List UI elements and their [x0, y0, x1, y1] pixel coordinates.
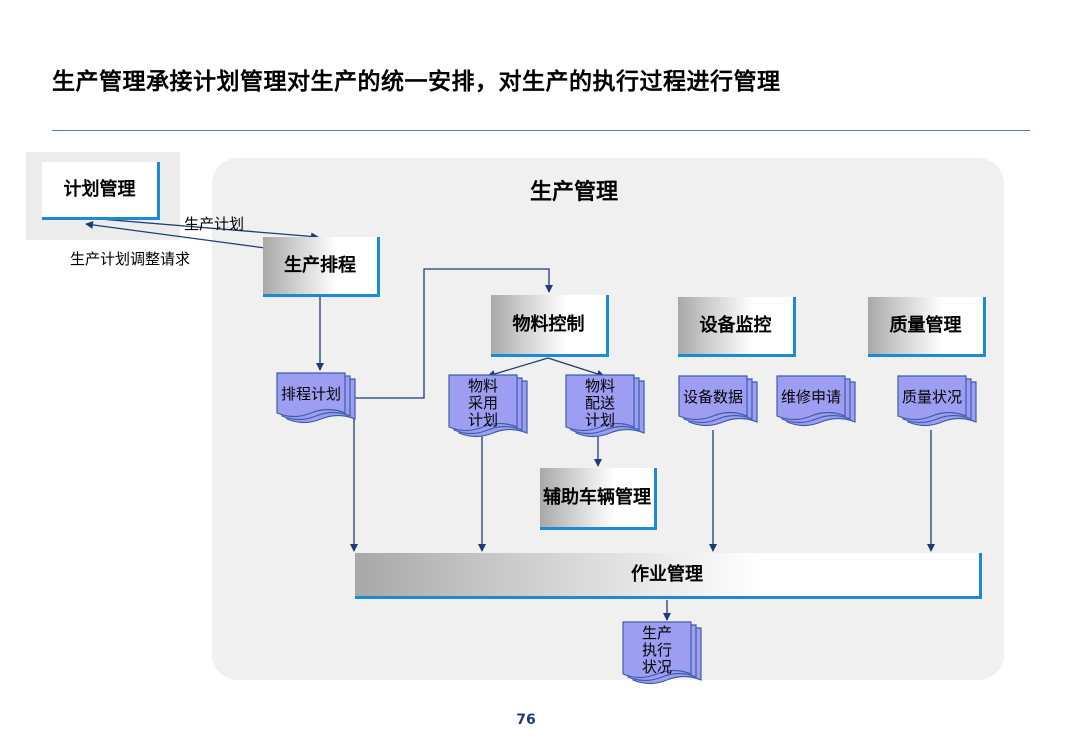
document-page-shape — [678, 375, 748, 421]
document-page-shape — [776, 375, 846, 421]
adjust-request-label: 生产计划调整请求 — [70, 250, 191, 268]
page-number: 76 — [516, 712, 536, 728]
schedule-plan-doc: 排程计划 — [275, 372, 356, 428]
document-page-shape — [276, 372, 346, 418]
production-plan-label: 生产计划 — [184, 215, 245, 233]
title-divider — [52, 130, 1030, 131]
delivery-plan-doc: 物料 配送 计划 — [564, 374, 645, 438]
arrow-doc-to-material — [354, 268, 553, 399]
document-page-shape — [622, 621, 692, 679]
document-page-shape — [448, 374, 518, 432]
execution-status-doc: 生产 执行 状况 — [621, 621, 702, 685]
arrow-material-to-delivery — [547, 357, 605, 378]
equipment-monitor-box: 设备监控 — [678, 297, 796, 357]
execution-status-text: 生产 执行 状况 — [641, 623, 672, 676]
vehicle-management-box: 辅助车辆管理 — [540, 468, 657, 530]
delivery-plan-text: 物料 配送 计划 — [584, 376, 615, 429]
purchase-plan-text: 物料 采用 计划 — [467, 376, 498, 429]
purchase-plan-doc: 物料 采用 计划 — [447, 374, 528, 438]
quality-status-text: 质量状况 — [901, 387, 962, 406]
slide-title: 生产管理承接计划管理对生产的统一安排，对生产的执行过程进行管理 — [52, 69, 781, 95]
document-page-shape — [897, 375, 967, 421]
equipment-data-doc: 设备数据 — [677, 375, 758, 431]
arrow-material-to-purchase — [487, 357, 549, 378]
equipment-data-text: 设备数据 — [682, 387, 743, 406]
maintenance-request-doc: 维修申请 — [775, 375, 856, 431]
material-control-box: 物料控制 — [491, 295, 609, 357]
schedule-plan-text: 排程计划 — [280, 384, 341, 403]
document-page-shape — [565, 374, 635, 432]
quality-status-doc: 质量状况 — [896, 375, 977, 431]
quality-management-box: 质量管理 — [868, 297, 986, 357]
operation-management-box: 作业管理 — [355, 553, 982, 599]
panel-title: 生产管理 — [530, 180, 619, 205]
scheduling-box: 生产排程 — [263, 237, 380, 297]
arrow-plan-to-schedule — [99, 218, 319, 241]
maintenance-request-text: 维修申请 — [780, 387, 841, 406]
plan-management-box: 计划管理 — [42, 162, 160, 220]
